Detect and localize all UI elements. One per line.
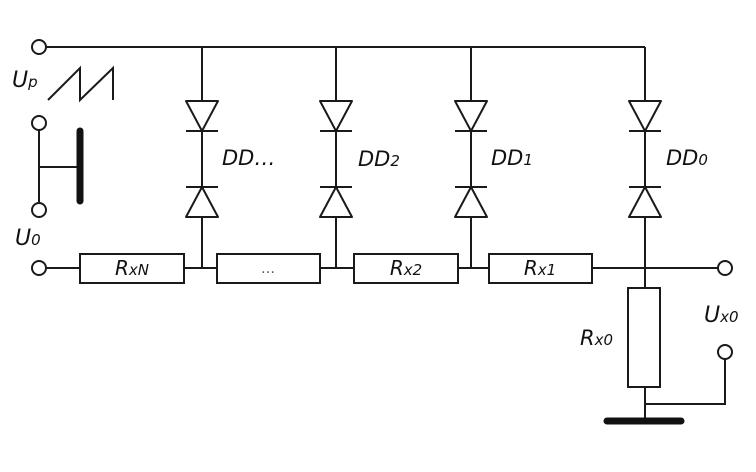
resistor-rx2-main: R [390,256,404,280]
ux0-label: Ux0 [704,303,739,328]
diode-dd0: DD0 [628,47,708,268]
rx0-label: Rx0 [580,326,613,350]
diode-dd2: DD2 [319,47,400,268]
up-terminal [31,39,47,55]
svg-text:Rx1: Rx1 [524,256,556,280]
resistor-rx1: Rx1 [488,253,593,284]
svg-text:DD2: DD2 [358,147,400,171]
svg-text:…: … [261,261,275,277]
svg-text:Rx2: Rx2 [390,256,422,280]
diode-dd2-sub: 2 [390,152,400,170]
resistor-rxn: RxN [79,253,185,284]
ux0-return-wire [645,359,726,405]
diode-dd0-main: DD [666,146,698,170]
up-label: Up [12,68,38,93]
diode-dd1-main: DD [491,146,523,170]
input-terminal [31,260,47,276]
diode-dd2-main: DD [358,147,390,171]
output-terminal [717,260,733,276]
resistor-rxn-main: R [115,256,129,280]
svg-text:DD1: DD1 [491,146,533,170]
svg-text:DD0: DD0 [666,146,708,170]
diode-dd1-sub: 1 [523,151,533,169]
resistor-ellipsis-sub: … [261,261,275,277]
u0-label: U0 [15,226,41,251]
resistor-rx0 [627,287,661,388]
resistor-rxn-sub: xN [128,261,149,279]
ux0-terminal [717,344,733,360]
diode-dd0-sub: 0 [698,151,708,169]
sawtooth-waveform-icon [47,65,114,103]
resistor-rx1-sub: x1 [537,261,556,279]
source-bottom-terminal [31,202,47,218]
resistor-ellipsis: … [216,253,321,284]
resistor-rx2: Rx2 [353,253,459,284]
resistor-rx1-main: R [524,256,538,280]
diode-dd-ellipsis: DD… [185,47,275,268]
diode-dd-ellipsis-sub: … [254,146,275,170]
svg-text:RxN: RxN [115,256,149,280]
svg-text:DD…: DD… [222,146,275,170]
source-top-terminal [31,115,47,131]
resistor-rx2-sub: x2 [403,261,422,279]
diode-dd-ellipsis-main: DD [222,146,254,170]
diode-dd1: DD1 [454,47,533,268]
